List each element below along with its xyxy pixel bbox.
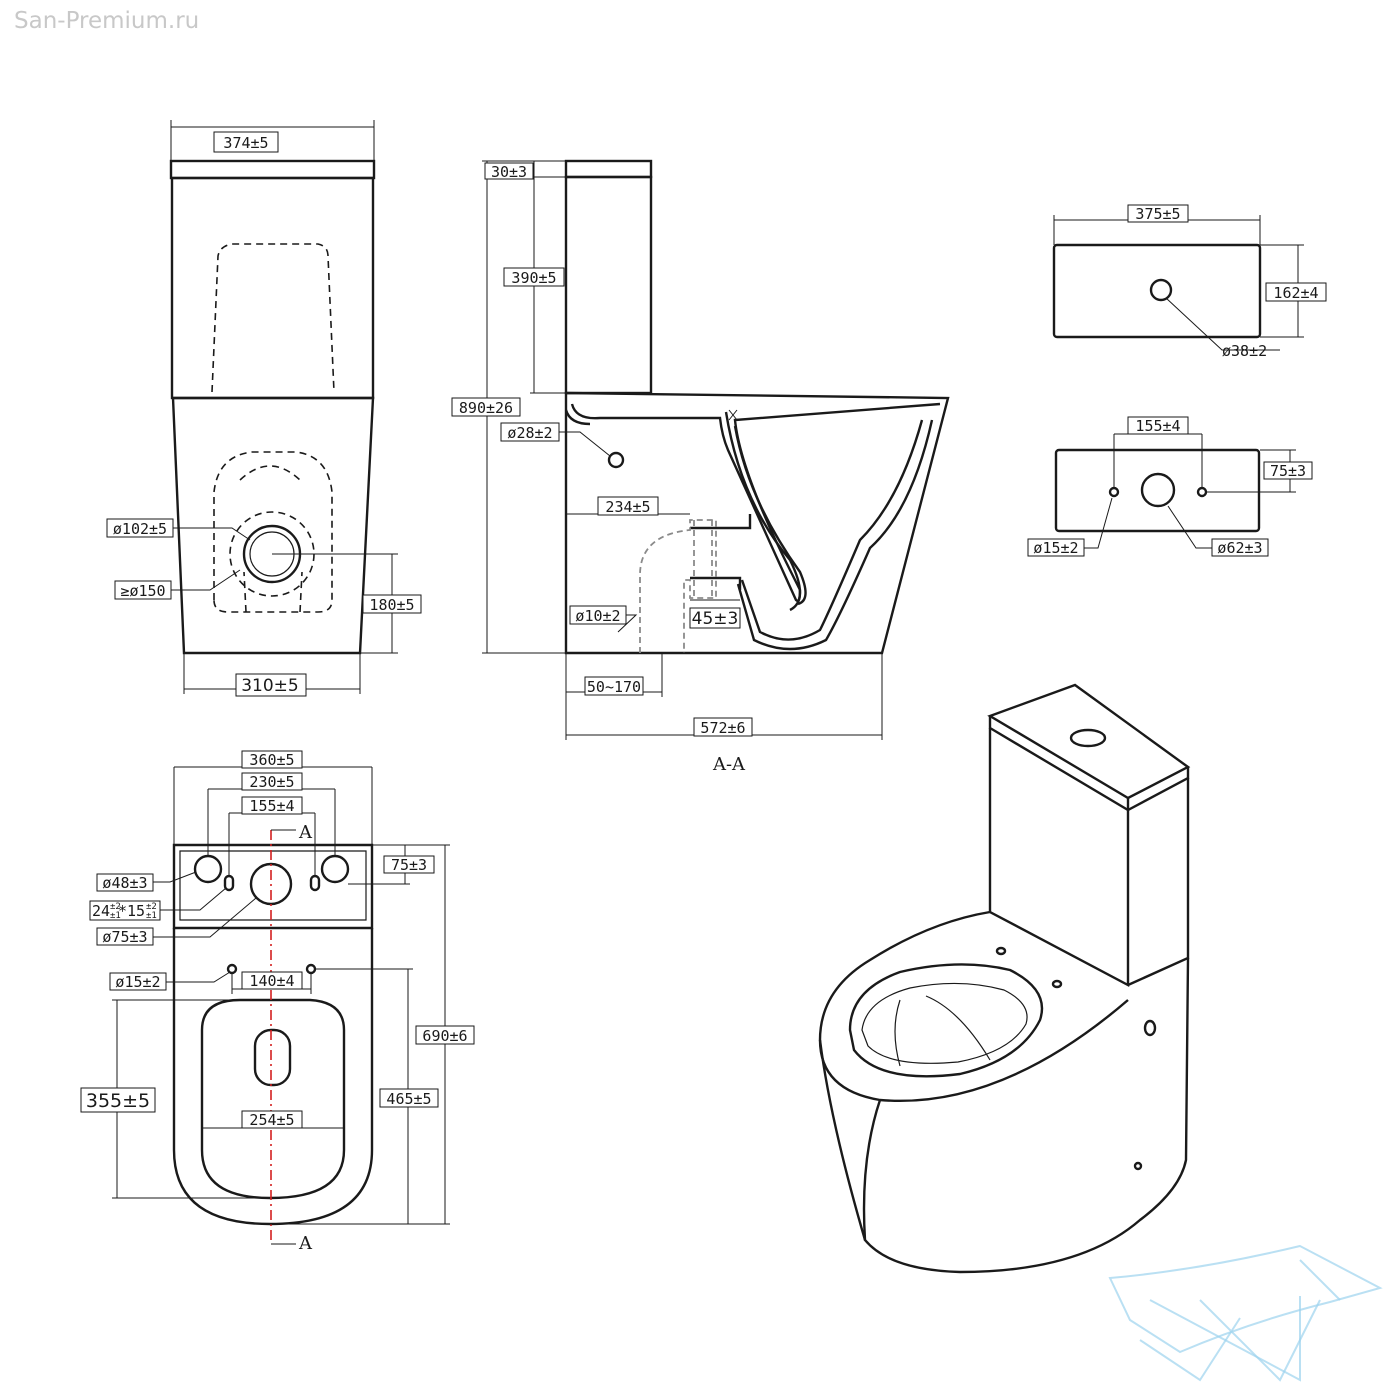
dim-tank-hole: ø38±2 bbox=[1222, 342, 1267, 360]
dim-tank-depth: 162±4 bbox=[1273, 284, 1318, 302]
dim-seat-spacing: 140±4 bbox=[249, 972, 294, 990]
dim-width-bottom: 310±5 bbox=[241, 676, 299, 696]
dim-plan-w3: 155±4 bbox=[249, 797, 294, 815]
dim-plan-hole2-d: *15 bbox=[118, 902, 145, 920]
dim-bowl-width: 254±5 bbox=[249, 1111, 294, 1129]
dim-holes-offset: 75±3 bbox=[1270, 462, 1306, 480]
dim-outlet-min: ≥ø150 bbox=[120, 582, 165, 600]
dim-plan-hole2-a: 24 bbox=[92, 902, 110, 920]
dim-plan-hole2-b: ±2 bbox=[110, 902, 121, 912]
dim-bowl-length: 355±5 bbox=[86, 1090, 150, 1112]
dim-plan-offset: 75±3 bbox=[391, 856, 427, 874]
tank-holes-view: 155±4 75±3 ø15±2 ø62±3 bbox=[1027, 416, 1313, 557]
dim-outlet: ø102±5 bbox=[113, 520, 167, 538]
dim-plan-hole2-e: ±2 bbox=[146, 902, 157, 912]
dim-big-hole: ø62±3 bbox=[1217, 539, 1262, 557]
dim-plan-hole2-c: ±1 bbox=[110, 911, 121, 921]
section-label: A-A bbox=[712, 754, 746, 775]
isometric-view bbox=[818, 683, 1191, 1274]
dim-tank-height: 390±5 bbox=[511, 269, 556, 287]
dim-width-top: 374±5 bbox=[223, 134, 268, 152]
dim-holes-spacing: 155±4 bbox=[1135, 417, 1180, 435]
dim-inlet: ø28±2 bbox=[507, 424, 552, 442]
dim-plan-hole3: ø75±3 bbox=[102, 928, 147, 946]
dim-small-hole: ø15±2 bbox=[1033, 539, 1078, 557]
dim-offset: 50~170 bbox=[587, 678, 641, 696]
dim-total-height: 890±26 bbox=[459, 399, 513, 417]
watermark-text: San-Premium.ru bbox=[14, 8, 200, 34]
dim-outlet-depth: 234±5 bbox=[605, 498, 650, 516]
cut-mark-top: A bbox=[298, 822, 313, 843]
cut-mark-bottom: A bbox=[298, 1233, 313, 1254]
dim-drain: ø10±2 bbox=[575, 607, 620, 625]
dim-tank-width: 375±5 bbox=[1135, 205, 1180, 223]
dim-outlet-height: 180±5 bbox=[369, 596, 414, 614]
plan-view: A A 360±5 230±5 155±4 75±3 ø48±3 24 ±2 ±… bbox=[80, 750, 475, 1254]
dim-seat-length: 465±5 bbox=[386, 1090, 431, 1108]
bathtub-logo-icon bbox=[1108, 1244, 1383, 1382]
dim-total-depth: 572±6 bbox=[700, 719, 745, 737]
section-view: 30±3 390±5 890±26 ø28±2 234±5 ø10±2 45±3… bbox=[451, 159, 950, 775]
dim-plan-length: 690±6 bbox=[422, 1027, 467, 1045]
dim-lid: 30±3 bbox=[491, 163, 527, 181]
dim-pipe: 45±3 bbox=[692, 609, 739, 629]
dim-plan-hole1: ø48±3 bbox=[102, 874, 147, 892]
dim-seat-holes: ø15±2 bbox=[115, 973, 160, 991]
dim-plan-w2: 230±5 bbox=[249, 773, 294, 791]
tank-top-view: 375±5 162±4 ø38±2 bbox=[1052, 204, 1327, 360]
dim-plan-hole2-f: ±1 bbox=[146, 911, 157, 921]
front-view: 374±5 310±5 ø102±5 ≥ø150 180±5 bbox=[106, 120, 422, 697]
dim-plan-w1: 360±5 bbox=[249, 751, 294, 769]
